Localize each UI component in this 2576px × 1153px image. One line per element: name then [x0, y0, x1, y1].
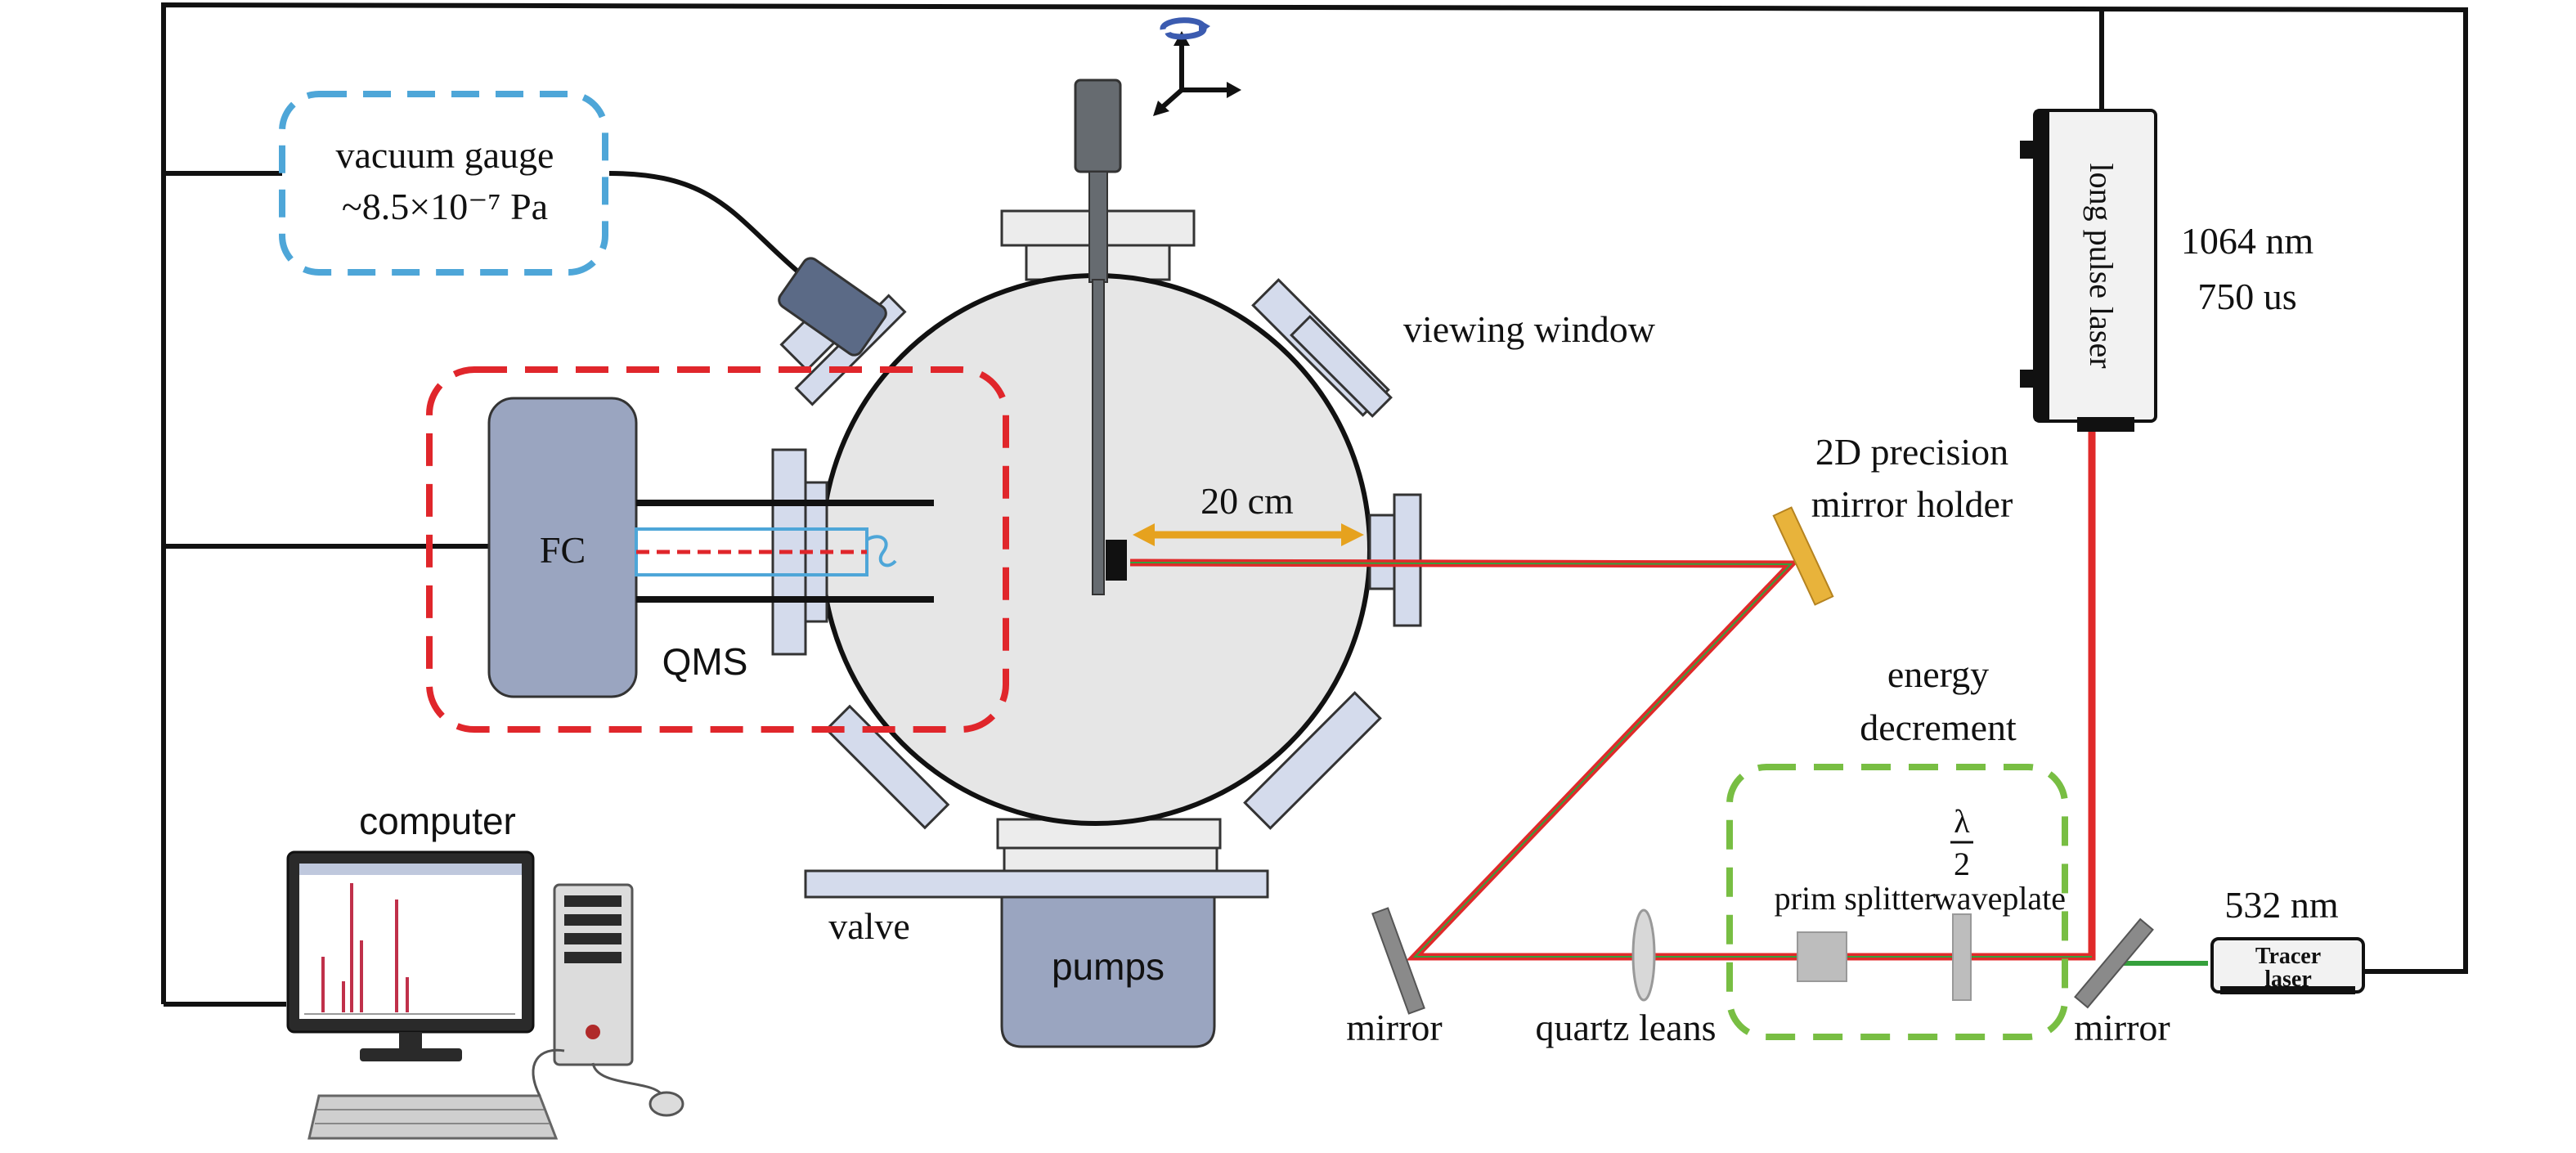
waveplate-label: waveplate [1933, 880, 2066, 917]
vacuum-pressure-label: ~8.5×10⁻⁷ Pa [342, 186, 548, 227]
quartz-lens-label: quartz leans [1536, 1007, 1717, 1048]
energy-label-1: energy [1887, 653, 1989, 695]
qms-group: FC QMS [426, 366, 1009, 733]
mirror-holder: 2D precision mirror holder [1772, 431, 2013, 606]
prism-splitter [1797, 931, 1847, 982]
energy-label-2: decrement [1860, 707, 2017, 748]
distance-marker: 20 cm [1133, 480, 1364, 546]
fc-label: FC [540, 529, 586, 571]
pumps-label: pumps [1052, 945, 1165, 988]
tracer-label-2: laser [2264, 967, 2312, 992]
vacuum-chamber: pumps [771, 79, 1422, 1048]
wiring [161, 2, 2468, 1007]
tracer-wavelength-label: 532 nm [2224, 884, 2339, 926]
energy-decrement-group: energy decrement λ 2 prim splitter wavep… [1726, 653, 2068, 1040]
mirror-right: mirror [2074, 917, 2170, 1048]
viewing-window-label: viewing window [1403, 308, 1656, 350]
vacuum-gauge-label: vacuum gauge [336, 134, 554, 176]
quartz-lens: quartz leans [1536, 908, 1717, 1048]
tracer-label-1: Tracer [2255, 944, 2321, 969]
long-pulse-laser: long pulse laser 1064 nm 750 us [2020, 109, 2314, 432]
axis-indicator-icon [1153, 17, 1241, 116]
tracer-laser: 532 nm Tracer laser [2210, 884, 2365, 994]
mirror-holder-label-1: 2D precision [1815, 431, 2008, 473]
mirror-right-label: mirror [2074, 1007, 2170, 1048]
laser-wavelength-label: 1064 nm [2181, 220, 2314, 262]
laser-pulse-label: 750 us [2197, 276, 2296, 317]
pumps-body [1000, 895, 1216, 1048]
sample-holder [1106, 540, 1127, 581]
lambda-denominator: 2 [1954, 846, 1970, 882]
vacuum-gauge-box: vacuum gauge ~8.5×10⁻⁷ Pa [279, 91, 608, 276]
mirror-left: mirror [1346, 907, 1443, 1048]
prim-splitter-label: prim splitter [1775, 880, 1936, 917]
mirror-left-label: mirror [1346, 1007, 1443, 1048]
long-pulse-laser-label: long pulse laser [2083, 163, 2120, 368]
computer-label: computer [359, 800, 516, 842]
computer: computer [286, 800, 684, 1140]
valve-plate [804, 869, 1269, 899]
valve-label: valve [828, 905, 910, 947]
qms-label: QMS [662, 640, 748, 683]
mirror-holder-label-2: mirror holder [1811, 483, 2013, 525]
lambda-numerator: λ [1954, 803, 1970, 840]
waveplate [1952, 913, 1972, 1001]
distance-label: 20 cm [1200, 480, 1294, 522]
